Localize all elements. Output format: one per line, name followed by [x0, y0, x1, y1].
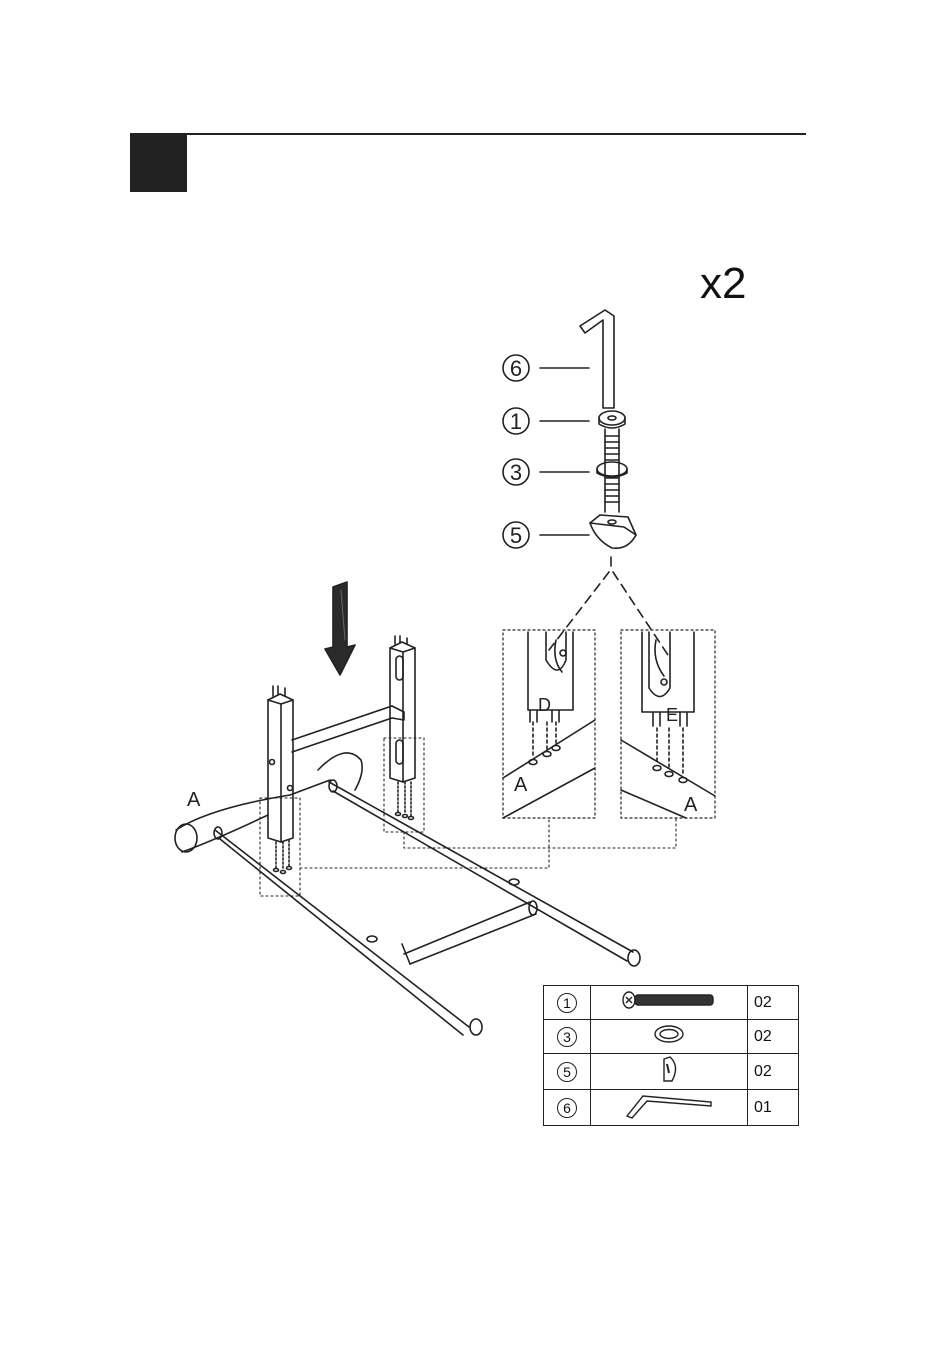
- svg-text:3: 3: [510, 460, 522, 485]
- part-number: 3: [557, 1027, 577, 1047]
- bolt-icon: [621, 990, 717, 1010]
- detail-view-e: E A: [621, 630, 715, 818]
- detail-pointer-lines: [549, 557, 668, 655]
- part-qty: 02: [748, 1020, 799, 1054]
- allen-key-icon: [623, 1090, 715, 1120]
- down-arrow: [325, 582, 355, 675]
- callout-1: 1: [503, 408, 589, 434]
- upper-cross-bar: [292, 706, 404, 752]
- allen-key-exploded: [580, 310, 614, 408]
- svg-text:6: 6: [510, 356, 522, 381]
- upright-left: [260, 686, 300, 896]
- svg-text:1: 1: [510, 409, 522, 434]
- part-qty: 02: [748, 1054, 799, 1090]
- svg-text:5: 5: [510, 523, 522, 548]
- barrel-nut-icon: [654, 1054, 684, 1084]
- svg-text:A: A: [514, 774, 528, 796]
- spring-washer-icon: [649, 1023, 689, 1045]
- part-number: 1: [557, 993, 577, 1013]
- callout-5: 5: [503, 522, 589, 548]
- svg-text:D: D: [538, 695, 551, 715]
- detail-view-d: D A: [503, 630, 595, 818]
- part-number: 6: [557, 1098, 577, 1118]
- part-qty: 01: [748, 1090, 799, 1126]
- parts-row: 3 02: [544, 1020, 799, 1054]
- upright-right: [384, 636, 424, 832]
- callout-6: 6: [503, 355, 589, 381]
- parts-row: 1 02: [544, 986, 799, 1020]
- svg-text:A: A: [684, 794, 698, 816]
- frame-long-rail-front: [214, 827, 482, 1035]
- frame-cross-bar: [404, 901, 537, 964]
- barrel-nut-exploded: [590, 515, 636, 548]
- detail-connectors: [300, 818, 676, 868]
- svg-text:A: A: [187, 789, 201, 811]
- callout-3: 3: [503, 459, 589, 485]
- washer-exploded: [597, 462, 627, 477]
- frame-long-rail-back: [329, 780, 640, 966]
- part-qty: 02: [748, 986, 799, 1020]
- svg-text:E: E: [666, 705, 678, 725]
- parts-row: 5 02: [544, 1054, 799, 1090]
- parts-table: 1 02 3 02 5 02 6: [543, 985, 799, 1126]
- part-number: 5: [557, 1062, 577, 1082]
- parts-row: 6 01: [544, 1090, 799, 1126]
